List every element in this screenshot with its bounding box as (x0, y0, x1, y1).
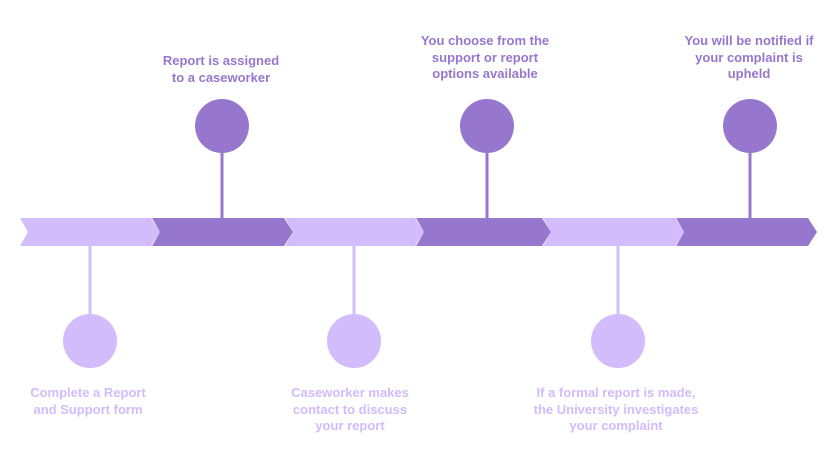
arrow-segment-2 (152, 218, 293, 246)
step-2-marker (195, 99, 249, 153)
step-6-marker (723, 99, 777, 153)
arrow-segment-3 (285, 218, 424, 246)
step-5-marker (591, 314, 645, 368)
step-1-marker (63, 314, 117, 368)
arrow-segment-4 (416, 218, 551, 246)
step-4-marker (460, 99, 514, 153)
arrow-segment-6 (676, 218, 817, 246)
step-3-marker (327, 314, 381, 368)
arrow-segment-1 (20, 218, 160, 246)
step-5-text: If a formal report is made,the Universit… (533, 385, 699, 433)
arrow-segment-5 (543, 218, 684, 246)
